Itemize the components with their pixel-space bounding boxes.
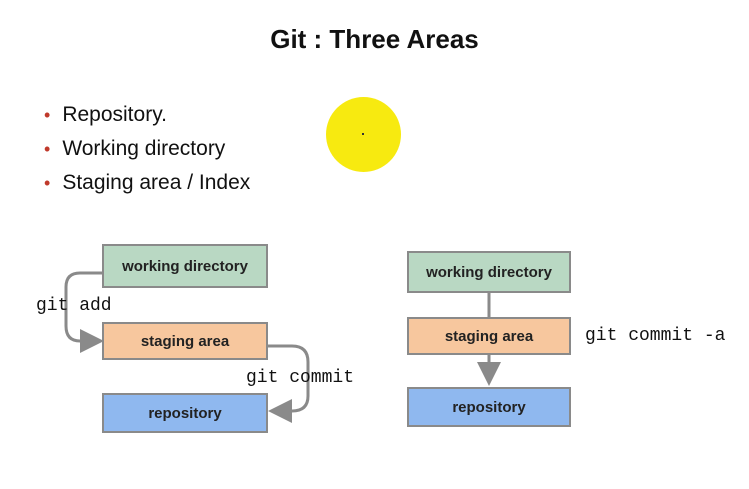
slide-title: Git : Three Areas	[270, 24, 479, 54]
git-commit-a-label: git commit -a	[585, 326, 726, 346]
bullet-dot-icon: •	[44, 139, 51, 159]
git-add-arrow	[64, 271, 104, 353]
bullet-dot-icon: •	[44, 173, 51, 193]
cursor-highlight-icon	[326, 97, 401, 172]
left-working-directory-box: working directory	[102, 244, 268, 288]
bullet-dot-icon: •	[44, 105, 51, 125]
bullet-list: • Repository. • Working directory • Staging…	[44, 100, 250, 202]
left-repository-box: repository	[102, 393, 268, 433]
git-commit-label: git commit	[246, 368, 355, 388]
left-staging-area-box: staging area	[102, 322, 268, 360]
right-staging-area-box: staging area	[407, 317, 571, 355]
bullet-text: Repository.	[62, 103, 167, 126]
bullet-text: Staging area / Index	[62, 171, 251, 194]
git-add-label: git add	[36, 296, 112, 316]
git-commit-arrow	[268, 344, 310, 423]
bullet-text: Working directory	[62, 137, 226, 160]
bullet-item: • Staging area / Index	[44, 168, 250, 202]
bullet-item: • Working directory	[44, 134, 250, 168]
right-repository-box: repository	[407, 387, 571, 427]
bullet-item: • Repository.	[44, 100, 250, 134]
right-working-directory-box: working directory	[407, 251, 571, 293]
